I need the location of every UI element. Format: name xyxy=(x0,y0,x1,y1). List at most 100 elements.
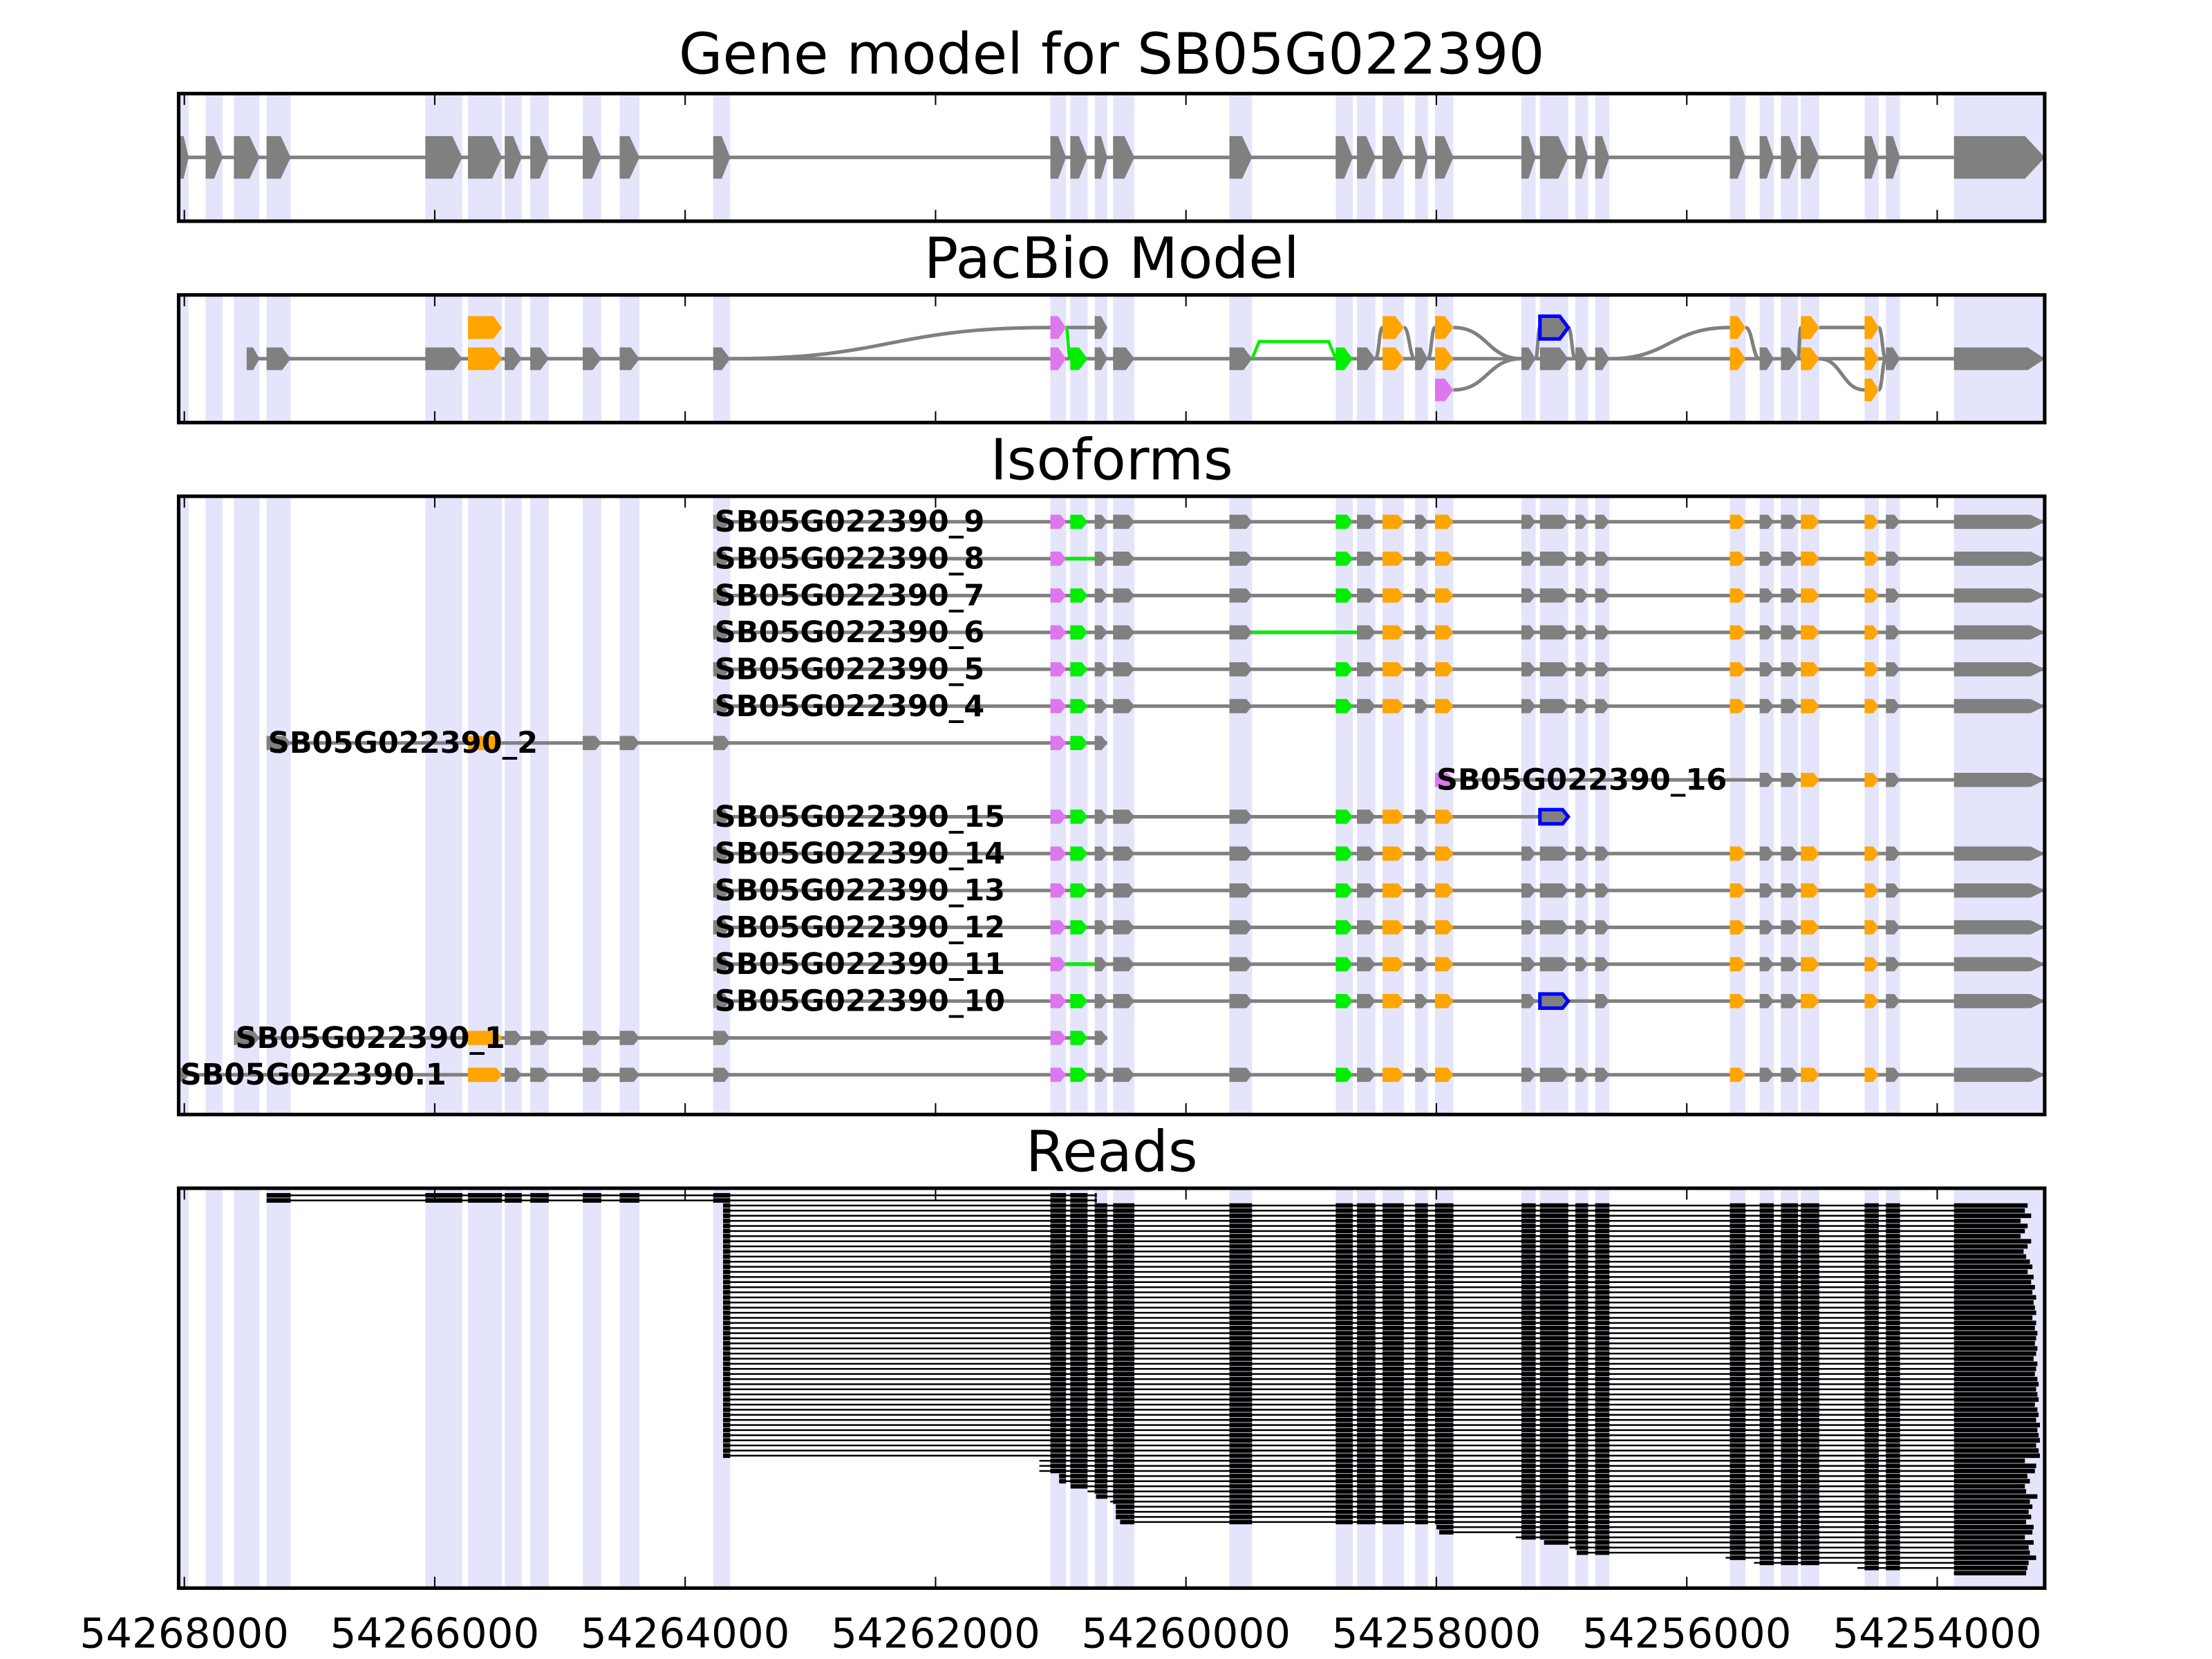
isoform-exon xyxy=(266,735,291,751)
read-exon-block xyxy=(1415,1463,1428,1468)
read-exon-block xyxy=(723,1448,731,1453)
read-exon-block xyxy=(1730,1458,1746,1463)
read-exon-block xyxy=(1886,1453,1900,1459)
read-exon-block xyxy=(1539,1335,1568,1341)
read-exon-block xyxy=(1575,1489,1588,1494)
read-exon-block xyxy=(1595,1515,1610,1519)
isoform-exon xyxy=(1382,809,1404,824)
read-exon-block xyxy=(1595,1280,1610,1285)
read-exon-block xyxy=(1886,1489,1900,1494)
read-exon-block xyxy=(1335,1315,1353,1320)
read-row xyxy=(266,1192,1097,1198)
read-exon-block xyxy=(1730,1555,1746,1560)
read-exon-block xyxy=(467,1192,503,1198)
isoform-exon xyxy=(1801,662,1819,677)
read-exon-block xyxy=(1357,1259,1376,1264)
exon xyxy=(266,135,291,179)
read-exon-block xyxy=(1864,1382,1879,1387)
isoform-exon xyxy=(1050,588,1067,603)
read-exon-block xyxy=(1801,1453,1819,1459)
read-exon-block xyxy=(1229,1489,1253,1494)
read-exon-block xyxy=(1730,1489,1746,1494)
read-exon-block xyxy=(1781,1474,1799,1479)
read-exon-block xyxy=(1864,1228,1879,1234)
isoform-exon xyxy=(1953,588,2045,603)
isoform-exon xyxy=(1953,1067,2045,1082)
read-exon-block xyxy=(1886,1244,1900,1249)
read-exon-block xyxy=(1595,1239,1610,1244)
isoform-exon xyxy=(1382,993,1404,1009)
isoform-exon xyxy=(1094,957,1107,972)
read-exon-block xyxy=(1730,1203,1746,1208)
read-exon-block xyxy=(1595,1224,1610,1228)
read-exon-block xyxy=(1759,1524,1774,1530)
read-exon-block xyxy=(1415,1499,1428,1504)
read-exon-block xyxy=(1595,1275,1610,1280)
exon-band xyxy=(467,496,503,1115)
read-exon-block xyxy=(1864,1458,1879,1463)
read-exon-block xyxy=(1521,1331,1536,1335)
isoform-exon xyxy=(1759,993,1774,1009)
read-exon-block xyxy=(1886,1269,1900,1275)
read-exon-block xyxy=(1864,1479,1879,1484)
read-exon-block xyxy=(1759,1254,1774,1259)
read-exon-block xyxy=(1953,1412,2039,1418)
isoform-exon xyxy=(1415,1067,1428,1082)
read-exon-block xyxy=(1434,1325,1454,1331)
read-exon-block xyxy=(1335,1376,1353,1382)
read-row xyxy=(1116,1504,2033,1509)
isoform-exon xyxy=(1229,662,1253,677)
read-exon-block xyxy=(1229,1244,1253,1249)
read-exon-block xyxy=(1575,1509,1588,1515)
isoform-exon xyxy=(1050,735,1067,751)
read-exon-block xyxy=(1094,1213,1107,1219)
read-exon-block xyxy=(1415,1376,1428,1382)
read-exon-block xyxy=(1595,1335,1610,1341)
read-exon-block xyxy=(1070,1234,1088,1239)
isoform-exon xyxy=(1094,514,1107,529)
read-exon-block xyxy=(1595,1341,1610,1346)
exon-band xyxy=(266,496,291,1115)
isoform-exon xyxy=(1801,1067,1819,1082)
isoform-exon xyxy=(1953,625,2045,640)
read-exon-block xyxy=(1864,1540,1879,1545)
pacbio-exon xyxy=(1539,347,1568,371)
isoform-exon xyxy=(1050,1067,1067,1082)
read-exon-block xyxy=(1575,1239,1588,1244)
read-exon-block xyxy=(1415,1341,1428,1346)
read-exon-block xyxy=(1575,1254,1588,1259)
isoform-exon xyxy=(1382,588,1404,603)
read-exon-block xyxy=(1886,1325,1900,1331)
isoform-exon xyxy=(1070,920,1088,935)
read-exon-block xyxy=(1382,1367,1404,1371)
read-exon-block xyxy=(723,1320,731,1326)
read-exon-block xyxy=(723,1417,731,1423)
read-exon-block xyxy=(1335,1300,1353,1305)
read-exon-block xyxy=(1229,1269,1253,1275)
read-exon-block xyxy=(1886,1474,1900,1479)
read-exon-block xyxy=(1050,1458,1067,1463)
isoform-exon xyxy=(1521,588,1536,603)
read-exon-block xyxy=(1434,1499,1454,1504)
read-exon-block xyxy=(1050,1249,1067,1254)
read-exon-block xyxy=(1759,1269,1774,1275)
read-exon-block xyxy=(1539,1407,1568,1412)
read-exon-block xyxy=(1595,1320,1610,1326)
read-row xyxy=(1096,1494,2038,1499)
read-exon-block xyxy=(1094,1341,1107,1346)
pacbio-exon xyxy=(1113,347,1135,371)
isoform-exon xyxy=(1864,514,1879,529)
read-exon-block xyxy=(1070,1254,1088,1259)
read-exon-block xyxy=(1050,1213,1067,1219)
read-exon-block xyxy=(1759,1295,1774,1300)
read-exon-block xyxy=(1730,1218,1746,1224)
read-exon-block xyxy=(1357,1458,1376,1463)
read-exon-block xyxy=(1415,1407,1428,1412)
read-exon-block xyxy=(723,1443,731,1448)
isoform-exon xyxy=(234,1031,260,1045)
read-exon-block xyxy=(1781,1315,1799,1320)
read-exon-block xyxy=(1415,1228,1428,1234)
read-exon-block xyxy=(1415,1458,1428,1463)
read-exon-block xyxy=(1382,1382,1404,1387)
read-exon-block xyxy=(1953,1479,2030,1484)
